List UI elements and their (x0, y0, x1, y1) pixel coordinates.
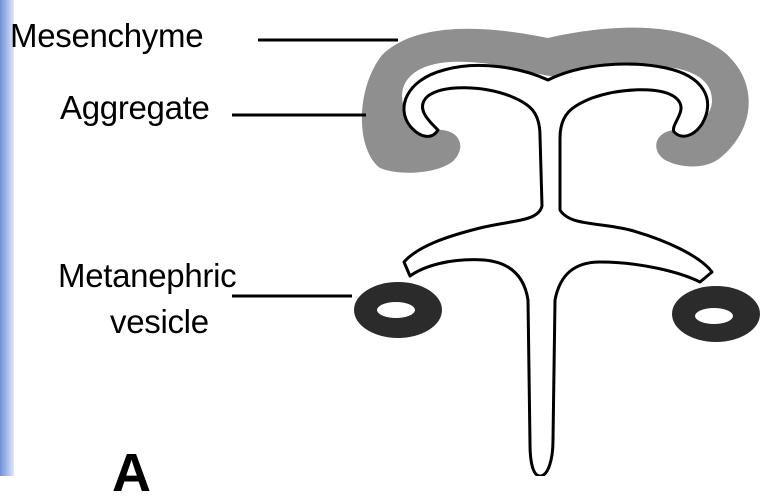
metanephric-vesicle-right-lumen (695, 308, 733, 324)
label-vesicle: vesicle (110, 304, 209, 340)
kidney-development-diagram (0, 0, 760, 476)
label-mesenchyme: Mesenchyme (10, 18, 203, 54)
label-metanephric: Metanephric (58, 258, 236, 294)
panel-letter: A (112, 444, 151, 502)
metanephric-vesicle-left-lumen (377, 302, 415, 318)
ureteric-bud (404, 64, 712, 476)
label-aggregate: Aggregate (60, 90, 210, 126)
